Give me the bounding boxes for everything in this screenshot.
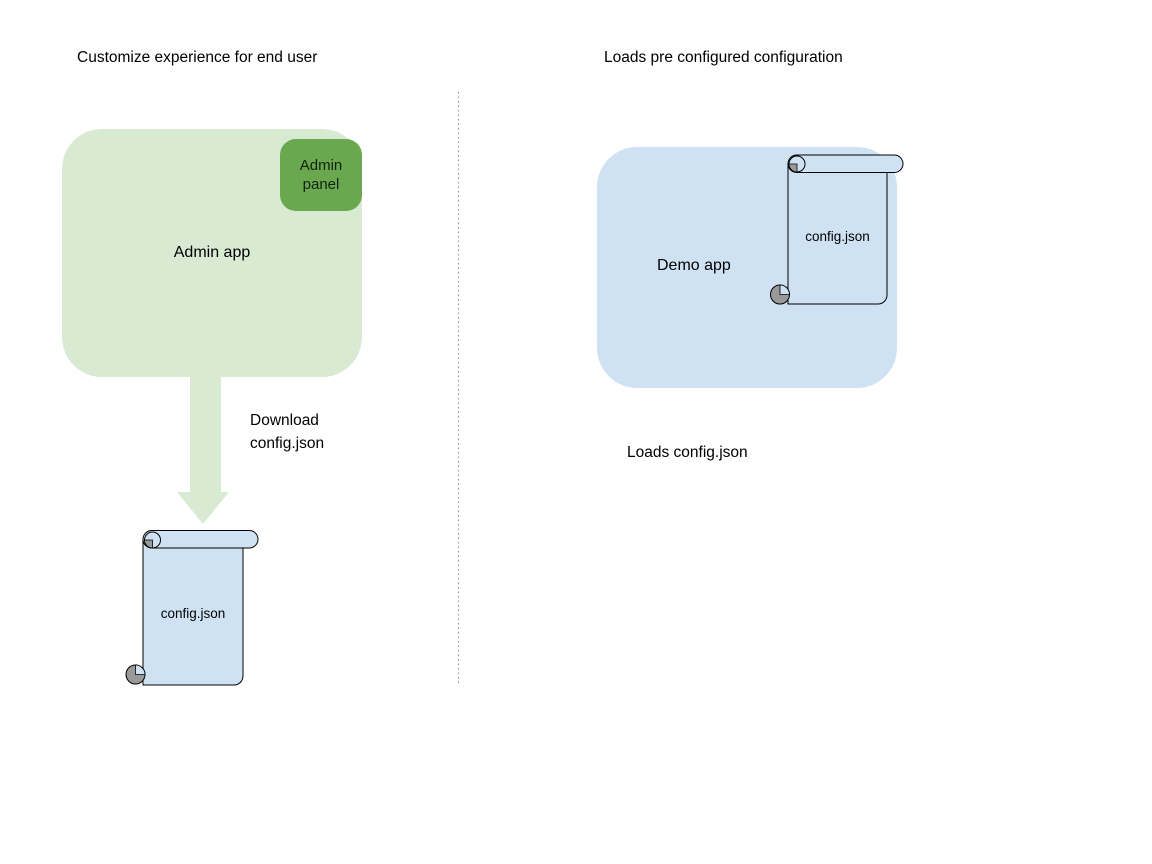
admin-panel-badge: Admin panel — [280, 139, 362, 211]
section-divider — [458, 92, 459, 686]
admin-panel-label: Admin panel — [299, 157, 343, 193]
admin-app-box: Admin app Admin panel — [62, 129, 362, 377]
config-json-label-left: config.json — [160, 606, 226, 621]
right-section-title: Loads pre configured configuration — [604, 49, 843, 66]
config-json-label-right: config.json — [805, 229, 870, 244]
download-arrow-icon — [177, 377, 229, 524]
loads-config-caption: Loads config.json — [627, 444, 748, 461]
left-section-title: Customize experience for end user — [77, 49, 318, 66]
admin-app-label: Admin app — [173, 244, 251, 261]
download-arrow-label-line2: config.json — [250, 435, 325, 452]
download-arrow-label-line1: Download — [250, 412, 319, 429]
config-json-scroll-right-icon — [770, 154, 904, 305]
download-arrow-label: Download config.json — [250, 409, 324, 455]
config-json-scroll-left-icon — [125, 530, 259, 686]
demo-app-label: Demo app — [657, 257, 731, 274]
